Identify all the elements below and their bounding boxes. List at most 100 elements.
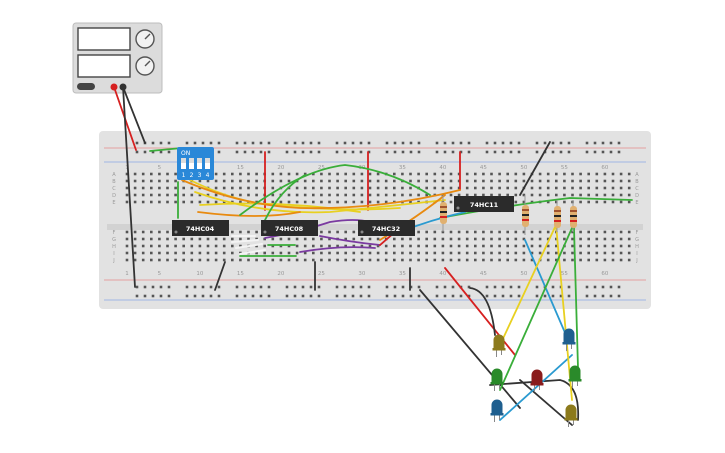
wire-green-led-1[interactable] — [499, 227, 573, 391]
ic-label: 74HC11 — [470, 201, 499, 209]
row-letter: E — [112, 200, 115, 206]
led-olive[interactable] — [492, 334, 506, 358]
column-number: 45 — [480, 271, 487, 277]
column-number: 25 — [318, 165, 325, 171]
wire-yellow-led-1[interactable] — [499, 224, 557, 346]
column-number: 55 — [561, 165, 568, 171]
column-number: 50 — [520, 165, 527, 171]
wire-green-1[interactable] — [239, 164, 431, 216]
dip-switch-on-label: ON — [181, 150, 190, 157]
resistor[interactable] — [522, 195, 529, 235]
column-number: 50 — [520, 271, 527, 277]
dip-position-label: 2 — [190, 172, 194, 179]
column-number: 55 — [561, 271, 568, 277]
row-letter: I — [636, 251, 637, 257]
ic-74hc11[interactable]: 74HC11 — [454, 196, 514, 212]
column-number: 35 — [399, 271, 406, 277]
dip-toggle[interactable] — [189, 158, 194, 169]
column-number: 20 — [277, 165, 284, 171]
row-letter: B — [112, 179, 116, 185]
row-letter: H — [112, 244, 116, 250]
ic-74hc32[interactable]: 74HC32 — [358, 220, 415, 236]
wire-purple-2[interactable] — [299, 246, 376, 253]
wire-black-led-3[interactable] — [489, 379, 580, 421]
resistor[interactable] — [554, 200, 561, 232]
wire-white-group[interactable] — [231, 235, 266, 255]
led-olive[interactable] — [564, 404, 578, 428]
wire-black-led-2[interactable] — [419, 289, 521, 409]
column-number: 25 — [318, 271, 325, 277]
resistor[interactable] — [570, 200, 577, 232]
resistors[interactable] — [440, 195, 577, 235]
wire-yellow-led-2[interactable] — [555, 224, 573, 401]
column-number: 60 — [601, 271, 608, 277]
row-letter: A — [635, 172, 639, 178]
row-letter: B — [635, 179, 639, 185]
dip-toggle[interactable] — [181, 158, 186, 169]
power-toggle[interactable] — [77, 83, 95, 90]
wire-green-led-2[interactable] — [573, 227, 579, 369]
wire-green-rail[interactable] — [149, 147, 183, 152]
current-display — [77, 54, 131, 78]
row-letter: G — [635, 237, 639, 243]
column-number: 35 — [399, 165, 406, 171]
wire-ground-black[interactable] — [122, 86, 136, 288]
dip-position-label: 3 — [198, 172, 202, 179]
row-letter: G — [112, 237, 116, 243]
row-letter: D — [112, 193, 116, 199]
ic-label: 74HC32 — [372, 225, 400, 233]
column-number: 20 — [277, 271, 284, 277]
voltage-display — [77, 27, 131, 51]
dip-toggle[interactable] — [197, 158, 202, 169]
row-letter: J — [112, 258, 114, 264]
dip-position-label: 1 — [182, 172, 186, 179]
wire-green-4[interactable] — [264, 174, 306, 221]
column-number: 15 — [237, 271, 244, 277]
wire-black-led-4[interactable] — [519, 379, 573, 426]
led-green[interactable] — [568, 365, 582, 389]
ic-74hc08[interactable]: 74HC08 — [261, 220, 318, 236]
column-number: 5 — [158, 271, 162, 277]
wire-black-led-1[interactable] — [469, 287, 496, 336]
resistor[interactable] — [440, 195, 447, 232]
ic-label: 74HC08 — [275, 225, 304, 233]
column-number: 10 — [196, 271, 203, 277]
wire-purple-3[interactable] — [319, 235, 381, 246]
leds[interactable] — [490, 328, 582, 428]
column-number: 60 — [601, 165, 608, 171]
column-number: 15 — [237, 165, 244, 171]
row-letter: F — [636, 230, 639, 236]
led-blue[interactable] — [562, 328, 576, 351]
wire-black-gnd-top[interactable] — [519, 141, 551, 196]
column-number: 40 — [439, 165, 446, 171]
column-number: 40 — [439, 271, 446, 277]
dip-position-label: 4 — [206, 172, 210, 179]
row-letter: E — [635, 200, 638, 206]
dip-toggle[interactable] — [205, 158, 210, 169]
led-green[interactable] — [490, 368, 504, 392]
row-letter: C — [112, 186, 116, 192]
row-letter: I — [113, 251, 114, 257]
row-letter: D — [635, 193, 639, 199]
wire-black-gnd-1[interactable] — [214, 261, 226, 291]
dip-switch-toggles[interactable] — [181, 158, 210, 169]
led-blue[interactable] — [490, 399, 504, 422]
led-red[interactable] — [530, 369, 544, 392]
wire-orange-1[interactable] — [181, 179, 461, 210]
wire-blue-led-2[interactable] — [499, 354, 573, 421]
column-number: 1 — [125, 271, 129, 277]
row-letter: F — [113, 230, 116, 236]
row-letter: J — [635, 258, 637, 264]
wire-yellow-3[interactable] — [199, 202, 361, 213]
column-number: 30 — [358, 271, 365, 277]
ic-label: 74HC04 — [186, 225, 215, 233]
power-supply[interactable] — [72, 22, 163, 94]
wire-orange-2[interactable] — [197, 211, 301, 217]
wire-power-black[interactable] — [122, 86, 146, 144]
ic-74hc04[interactable]: 74HC04 — [172, 220, 229, 236]
row-letter: C — [635, 186, 639, 192]
